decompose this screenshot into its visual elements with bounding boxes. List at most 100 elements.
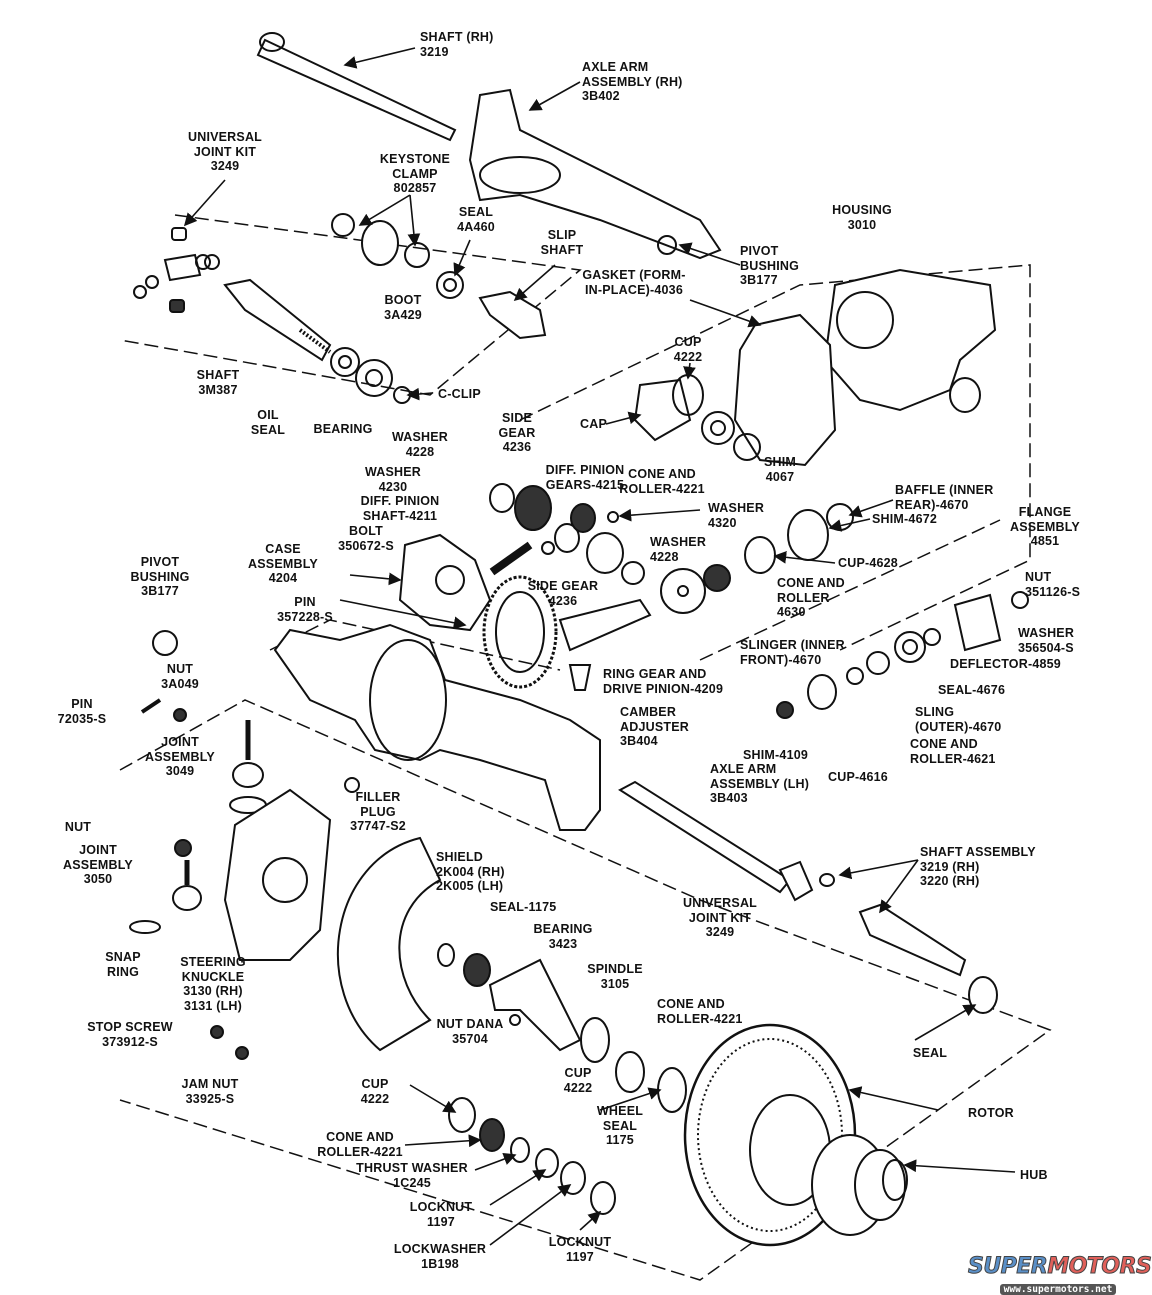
part-label-pivot: PIVOT BUSHING 3B177 — [740, 244, 800, 287]
part-label-axle-arm: AXLE ARM ASSEMBLY (LH) 3B403 — [710, 762, 810, 805]
part-label-cone-and: CONE AND ROLLER-4221 — [619, 467, 705, 496]
part-label-locknut: LOCKNUT 1197 — [409, 1200, 473, 1229]
spindle-bearing-parts — [437, 943, 687, 1113]
part-label-axle-arm: AXLE ARM ASSEMBLY (RH) 3B402 — [582, 60, 683, 103]
part-label-seal: SEAL 4A460 — [457, 205, 495, 234]
part-label-cap: CAP — [580, 417, 607, 431]
slip-shaft-part — [478, 290, 547, 340]
part-label-stop-screw: STOP SCREW 373912-S — [87, 1020, 173, 1049]
locknut-washer-parts — [448, 1097, 616, 1215]
flange-and-seals-parts — [568, 591, 1029, 719]
part-label-slip: SLIP SHAFT — [540, 228, 584, 257]
part-label-nut: NUT — [64, 820, 92, 834]
part-label-wheel: WHEEL SEAL 1175 — [596, 1104, 644, 1147]
hub-part — [811, 1134, 908, 1236]
part-label-oil: OIL SEAL — [250, 408, 286, 437]
ring-gear-part — [482, 575, 652, 689]
part-label-side: SIDE GEAR 4236 — [498, 411, 536, 454]
part-label-washer: WASHER 4228 — [391, 430, 449, 459]
part-label-washer: WASHER 4230 — [364, 465, 422, 494]
case-assembly-part — [398, 533, 492, 632]
part-label-seal-4676: SEAL-4676 — [938, 683, 1006, 697]
part-label-sling: SLING (OUTER)-4670 — [915, 705, 1002, 734]
part-label-diff-pinion: DIFF. PINION SHAFT-4211 — [360, 494, 440, 523]
part-label-shim-4672: SHIM-4672 — [872, 512, 938, 526]
part-label-pin: PIN 357228-S — [277, 595, 333, 624]
part-label-universal: UNIVERSAL JOINT KIT 3249 — [187, 130, 263, 173]
pinion-bearings-parts — [660, 503, 854, 614]
part-label-bolt: BOLT 350672-S — [338, 524, 394, 553]
part-label-steering: STEERING KNUCKLE 3130 (RH) 3131 (LH) — [180, 955, 246, 1013]
part-label-cup-4628: CUP-4628 — [838, 556, 898, 570]
part-label-deflector-4859: DEFLECTOR-4859 — [950, 657, 1061, 671]
part-label-cup: CUP 4222 — [360, 1077, 390, 1106]
part-label-boot: BOOT 3A429 — [384, 293, 422, 322]
part-label-baffle-inner: BAFFLE (INNER REAR)-4670 — [895, 483, 994, 512]
housing-part — [823, 268, 997, 413]
part-label-filler: FILLER PLUG 37747-S2 — [350, 790, 406, 833]
part-label-washer: WASHER 356504-S — [1018, 626, 1075, 655]
part-label-lockwasher: LOCKWASHER 1B198 — [393, 1242, 487, 1271]
part-label-thrust-washer: THRUST WASHER 1C245 — [356, 1161, 468, 1190]
part-label-washer: WASHER 4320 — [708, 501, 765, 530]
part-label-shield: SHIELD 2K004 (RH) 2K005 (LH) — [436, 850, 505, 893]
watermark-url: www.supermotors.net — [999, 1284, 1117, 1295]
part-label-jam-nut: JAM NUT 33925-S — [181, 1077, 239, 1106]
part-label-shim-4109: SHIM-4109 — [743, 748, 809, 762]
part-label-shaft-rh: SHAFT (RH) 3219 — [420, 30, 494, 59]
oil-seal-bearing-clip-parts — [330, 235, 677, 404]
part-label-bearing: BEARING — [313, 422, 373, 436]
part-label-spindle: SPINDLE 3105 — [587, 962, 643, 991]
supermotors-watermark-logo: SUPERMOTORS www.supermotors.net — [967, 1254, 1152, 1295]
part-label-housing: HOUSING 3010 — [832, 203, 892, 232]
part-label-cone-and: CONE AND ROLLER 4630 — [777, 576, 845, 619]
part-label-cup: CUP 4222 — [563, 1066, 593, 1095]
part-label-nut-dana: NUT DANA 35704 — [436, 1017, 504, 1046]
shaft-assembly-lh-part — [618, 780, 998, 1014]
part-label-joint: JOINT ASSEMBLY 3050 — [63, 843, 133, 886]
part-label-rotor: ROTOR — [968, 1106, 1014, 1120]
watermark-brand: SUPERMOTORS — [967, 1254, 1152, 1280]
part-label-ring-gear-and: RING GEAR AND DRIVE PINION-4209 — [603, 667, 724, 696]
part-label-seal: SEAL — [912, 1046, 948, 1060]
part-label-diff-pinion: DIFF. PINION GEARS-4215 — [545, 463, 625, 492]
part-label-joint: JOINT ASSEMBLY 3049 — [145, 735, 215, 778]
part-label-washer: WASHER 4228 — [650, 535, 707, 564]
part-label-cone-and: CONE AND ROLLER-4621 — [910, 737, 996, 766]
part-label-slinger-inner: SLINGER (INNER FRONT)-4670 — [740, 638, 845, 667]
axle-arm-lh-part — [273, 623, 601, 831]
part-label-gasket-form: GASKET (FORM- IN-PLACE)-4036 — [582, 268, 686, 297]
universal-joint-part — [133, 227, 220, 313]
part-label-shim: SHIM 4067 — [763, 455, 797, 484]
part-label-hub: HUB — [1020, 1168, 1048, 1182]
part-label-seal-1175: SEAL-1175 — [490, 900, 557, 914]
part-label-c-clip: C-CLIP — [438, 387, 481, 401]
part-label-pin: PIN 72035-S — [57, 697, 107, 726]
part-label-cup-4616: CUP-4616 — [828, 770, 888, 784]
part-label-universal: UNIVERSAL JOINT KIT 3249 — [682, 896, 758, 939]
part-label-keystone: KEYSTONE CLAMP 802857 — [379, 152, 451, 195]
part-label-locknut: LOCKNUT 1197 — [548, 1235, 612, 1264]
part-label-bearing: BEARING 3423 — [533, 922, 593, 951]
part-label-pivot: PIVOT BUSHING 3B177 — [130, 555, 190, 598]
part-label-case: CASE ASSEMBLY 4204 — [248, 542, 318, 585]
shaft-3m387-part — [223, 278, 332, 362]
part-label-nut: NUT 351126-S — [1025, 570, 1081, 599]
part-label-cone-and: CONE AND ROLLER-4221 — [317, 1130, 403, 1159]
shield-part — [336, 836, 442, 1052]
steering-knuckle-part — [129, 630, 360, 1060]
part-label-shaft-assembly: SHAFT ASSEMBLY 3219 (RH) 3220 (RH) — [920, 845, 1036, 888]
part-label-cone-and: CONE AND ROLLER-4221 — [657, 997, 743, 1026]
gasket-part — [733, 313, 837, 467]
part-label-shaft: SHAFT 3M387 — [196, 368, 240, 397]
part-label-camber: CAMBER ADJUSTER 3B404 — [620, 705, 689, 748]
keystone-clamp-boot-parts — [331, 213, 464, 299]
part-label-nut: NUT 3A049 — [161, 662, 199, 691]
shaft-rh-part — [256, 32, 457, 142]
axle-arm-rh-part — [468, 88, 722, 260]
differential-parts — [489, 483, 645, 585]
part-label-side-gear: SIDE GEAR 4236 — [527, 579, 599, 608]
part-label-snap: SNAP RING — [105, 950, 141, 979]
